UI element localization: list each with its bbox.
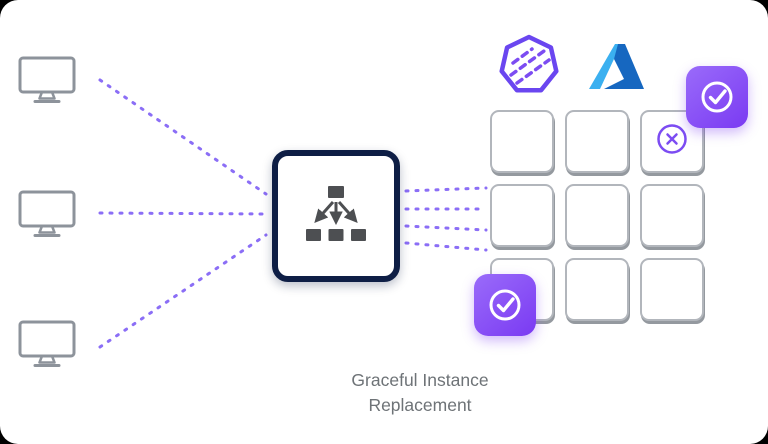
client-2-link-line [98, 211, 268, 216]
check-badge-icon [474, 274, 536, 336]
instance-cell [565, 184, 629, 247]
instance-cell [490, 110, 554, 173]
load-balancer-icon [305, 185, 367, 247]
instance-grid [490, 110, 704, 321]
grid-link-line-3 [404, 224, 488, 232]
instance-cell [640, 184, 704, 247]
diagram-caption: Graceful Instance Replacement [300, 368, 540, 418]
instance-cell [565, 110, 629, 173]
grid-link-line-1 [404, 186, 488, 193]
client-1-link-line [98, 78, 268, 196]
instance-cell [565, 258, 629, 321]
client-monitor-icon [18, 320, 76, 368]
circle-x-icon [655, 122, 689, 161]
instance-cell [490, 184, 554, 247]
client-monitor-icon [18, 190, 76, 238]
grid-link-line-4 [404, 241, 488, 252]
client-monitor-icon [18, 56, 76, 104]
caption-line1: Graceful Instance [351, 370, 489, 390]
platform-logo-icon [498, 34, 560, 96]
load-balancer-box [272, 150, 400, 282]
instance-cell-draining [640, 110, 704, 173]
check-badge-icon [686, 66, 748, 128]
azure-logo-icon [588, 42, 646, 92]
instance-cell [640, 258, 704, 321]
caption-line2: Replacement [368, 395, 472, 415]
client-3-link-line [98, 233, 268, 349]
